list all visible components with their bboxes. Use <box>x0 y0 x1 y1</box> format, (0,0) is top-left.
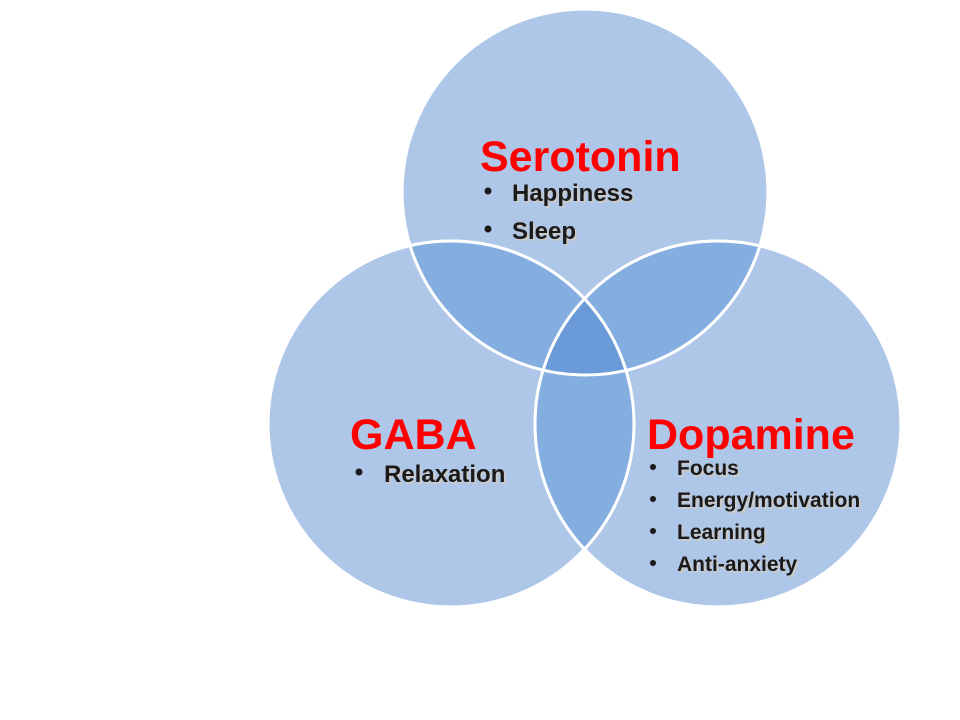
list-item: Learning Learning <box>650 521 768 546</box>
set-dopamine: Dopamine Focus Focus Energy/motivation E… <box>647 411 862 578</box>
bullet-icon <box>484 225 492 233</box>
item-shadow: Energy/motivation <box>679 491 862 514</box>
bullet-icon <box>650 464 656 470</box>
item-shadow: Anti-anxiety <box>679 555 800 578</box>
set-item-happiness: Happiness <box>512 180 633 207</box>
set-item-sleep: Sleep <box>512 218 576 245</box>
item-shadow: Happiness <box>514 182 635 209</box>
list-item: Focus Focus <box>650 457 741 482</box>
list-item: Anti-anxiety Anti-anxiety <box>650 553 800 578</box>
venn-outlines <box>266 7 903 609</box>
set-item-relaxation: Relaxation <box>384 461 505 488</box>
overlap-serotonin-gaba <box>402 241 634 375</box>
bullet-icon <box>650 496 656 502</box>
list-item: Sleep Sleep <box>484 218 578 247</box>
set-gaba: GABA Relaxation Relaxation <box>350 411 507 490</box>
list-item: Relaxation Relaxation <box>355 461 507 490</box>
bullet-icon <box>650 528 656 534</box>
set-item-focus: Focus <box>677 457 739 480</box>
set-item-energy-motivation: Energy/motivation <box>677 489 860 512</box>
item-shadow: Focus <box>679 459 741 482</box>
bullet-icon <box>650 560 656 566</box>
list-item: Happiness Happiness <box>484 180 635 209</box>
set-serotonin: Serotonin Happiness Happiness Sleep Slee… <box>480 133 681 247</box>
outline-gaba <box>266 239 636 609</box>
overlap-serotonin-dopamine <box>535 241 768 375</box>
outline-serotonin <box>400 7 770 377</box>
bullet-icon <box>355 468 363 476</box>
set-item-learning: Learning <box>677 521 766 544</box>
set-title-serotonin: Serotonin <box>480 133 681 181</box>
item-shadow: Learning <box>679 523 768 546</box>
bullet-icon <box>484 187 492 195</box>
set-title-dopamine: Dopamine <box>647 411 855 459</box>
item-shadow: Relaxation <box>386 463 507 490</box>
item-shadow: Sleep <box>514 220 578 247</box>
set-item-anti-anxiety: Anti-anxiety <box>677 553 798 576</box>
set-title-gaba: GABA <box>350 411 477 459</box>
outline-dopamine <box>533 239 903 609</box>
list-item: Energy/motivation Energy/motivation <box>650 489 862 514</box>
